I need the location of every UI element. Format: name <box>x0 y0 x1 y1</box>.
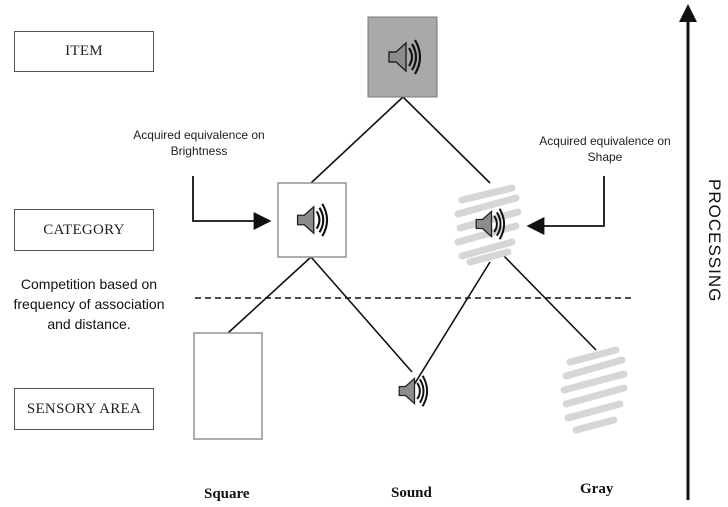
brightness-annotation: Acquired equivalence on Brightness <box>124 127 274 159</box>
item-node <box>367 16 438 98</box>
sensory-square <box>193 332 263 440</box>
line-brightness-to-sound <box>310 256 413 373</box>
sensory-sound-icon <box>398 374 429 408</box>
gray-label: Gray <box>580 481 614 497</box>
processing-axis-label: PROCESSING <box>705 179 724 303</box>
brightness-arrow <box>192 176 272 230</box>
shape-annotation: Acquired equivalence on Shape <box>530 133 680 165</box>
shape-arrow <box>526 176 605 235</box>
sensory-gray-scribble <box>560 346 628 434</box>
brightness-annotation-line1: Acquired equivalence on <box>133 128 265 142</box>
category-level-label: CATEGORY <box>14 209 154 251</box>
line-item-to-shape <box>402 96 491 184</box>
shape-annotation-line1: Acquired equivalence on <box>539 134 671 148</box>
line-brightness-to-square <box>227 256 312 334</box>
competition-note-line2: frequency of association <box>13 296 165 312</box>
category-shape-node <box>454 184 522 266</box>
category-brightness-node <box>277 182 347 258</box>
connection-lines <box>227 96 597 389</box>
competition-note-line1: Competition based on <box>20 276 158 292</box>
up-arrow-icon <box>679 4 697 500</box>
shape-annotation-line2: Shape <box>587 150 623 164</box>
line-item-to-brightness <box>310 96 404 184</box>
square-label: Square <box>204 486 250 502</box>
sensory-level-label: SENSORY AREA <box>14 388 154 430</box>
competition-note-line3: and distance. <box>47 316 131 332</box>
competition-note: Competition based on frequency of associ… <box>0 274 178 334</box>
sound-label: Sound <box>391 485 432 501</box>
line-shape-to-gray <box>502 254 597 351</box>
brightness-annotation-line2: Brightness <box>170 144 228 158</box>
item-level-label: ITEM <box>14 31 154 72</box>
line-shape-to-sound <box>411 261 491 389</box>
